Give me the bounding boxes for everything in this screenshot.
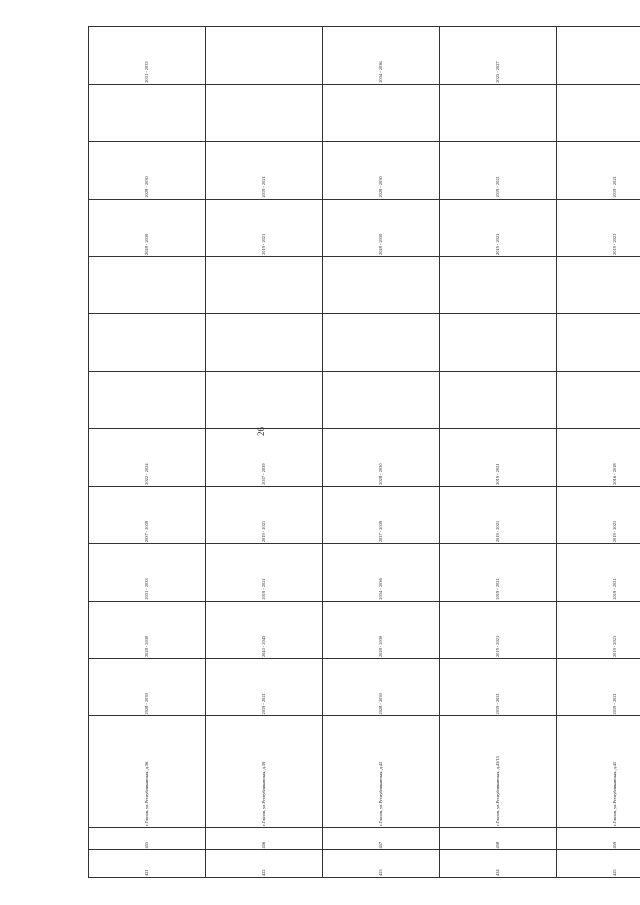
period-cell: 2019 - 2021 <box>205 658 323 716</box>
index-cell: 421 <box>88 849 206 878</box>
period-cell <box>205 26 323 85</box>
period-cell <box>88 84 206 142</box>
period-cell: 2019 - 2021 <box>556 658 640 716</box>
period-cell: 2019 - 2021 <box>205 543 323 602</box>
period-cell: 2019 - 2021 <box>205 141 323 200</box>
period-cell: 2034 - 2036 <box>322 26 440 85</box>
period-cell <box>439 371 557 429</box>
period-cell: 2028 - 2030 <box>88 141 206 200</box>
period-cell: 2019 - 2021 <box>556 601 640 659</box>
period-cell <box>88 313 206 372</box>
period-cell <box>88 256 206 314</box>
period-cell: 2028 - 2030 <box>88 601 206 659</box>
period-cell <box>205 313 323 372</box>
period-cell <box>88 371 206 429</box>
period-cell: 2019 - 2021 <box>205 199 323 257</box>
period-cell: 2028 - 2030 <box>322 199 440 257</box>
period-cell <box>205 256 323 314</box>
period-cell: 2037 - 2039 <box>205 428 323 487</box>
period-cell <box>556 371 640 429</box>
period-cell: 2037 - 2039 <box>88 486 206 544</box>
period-cell <box>322 313 440 372</box>
period-cell <box>556 256 640 314</box>
address-cell: г.Глазов, ул.Республиканская, д.36 <box>88 715 206 828</box>
period-cell <box>556 84 640 142</box>
period-cell: 2022 - 2024 <box>88 428 206 487</box>
period-cell: 2028 - 2030 <box>322 658 440 716</box>
period-cell: 2019 - 2021 <box>205 486 323 544</box>
period-cell: 2031 - 2033 <box>88 26 206 85</box>
index-cell: 458 <box>439 827 557 850</box>
period-cell: 2019 - 2021 <box>439 658 557 716</box>
period-cell: 2019 - 2021 <box>439 428 557 487</box>
index-cell: 459 <box>556 827 640 850</box>
period-cell: 2028 - 2030 <box>88 658 206 716</box>
period-cell: 2043 - 2045 <box>205 601 323 659</box>
period-cell <box>439 256 557 314</box>
period-cell: 2028 - 2030 <box>322 601 440 659</box>
index-cell: 422 <box>205 849 323 878</box>
period-cell: 2028 - 2030 <box>88 199 206 257</box>
period-cell: 2025 - 2027 <box>439 26 557 85</box>
period-cell: 2019 - 2021 <box>439 486 557 544</box>
period-cell: 2028 - 2030 <box>322 141 440 200</box>
period-cell <box>439 84 557 142</box>
index-cell: 425 <box>556 849 640 878</box>
period-cell <box>205 371 323 429</box>
index-cell: 423 <box>322 849 440 878</box>
period-cell: 2019 - 2021 <box>439 601 557 659</box>
index-cell: 424 <box>439 849 557 878</box>
period-cell: 2019 - 2021 <box>556 543 640 602</box>
period-cell: 2019 - 2021 <box>556 486 640 544</box>
index-cell: 455 <box>88 827 206 850</box>
period-cell: 2031 - 2033 <box>88 543 206 602</box>
period-cell: 2037 - 2039 <box>322 486 440 544</box>
address-cell: г.Глазов, ул.Республиканская, д.42 <box>322 715 440 828</box>
address-cell: г.Глазов, ул.Республиканская, д.39 <box>205 715 323 828</box>
period-cell <box>322 84 440 142</box>
period-cell: 2019 - 2021 <box>556 199 640 257</box>
period-cell <box>556 313 640 372</box>
period-cell: 2034 - 2036 <box>322 543 440 602</box>
period-cell <box>556 26 640 85</box>
period-cell <box>439 313 557 372</box>
period-cell: 2019 - 2021 <box>439 543 557 602</box>
index-cell: 457 <box>322 827 440 850</box>
period-cell: 2019 - 2021 <box>439 199 557 257</box>
period-cell <box>322 256 440 314</box>
period-cell: 2028 - 2030 <box>322 428 440 487</box>
index-cell: 456 <box>205 827 323 850</box>
period-cell: 2019 - 2021 <box>439 141 557 200</box>
period-cell: 2016 - 2018 <box>556 428 640 487</box>
period-cell <box>322 371 440 429</box>
period-cell: 2019 - 2021 <box>556 141 640 200</box>
period-cell <box>205 84 323 142</box>
address-cell: г.Глазов, ул.Республиканская, д.45 <box>556 715 640 828</box>
address-cell: г.Глазов, ул.Республиканская, д.43/15 <box>439 715 557 828</box>
